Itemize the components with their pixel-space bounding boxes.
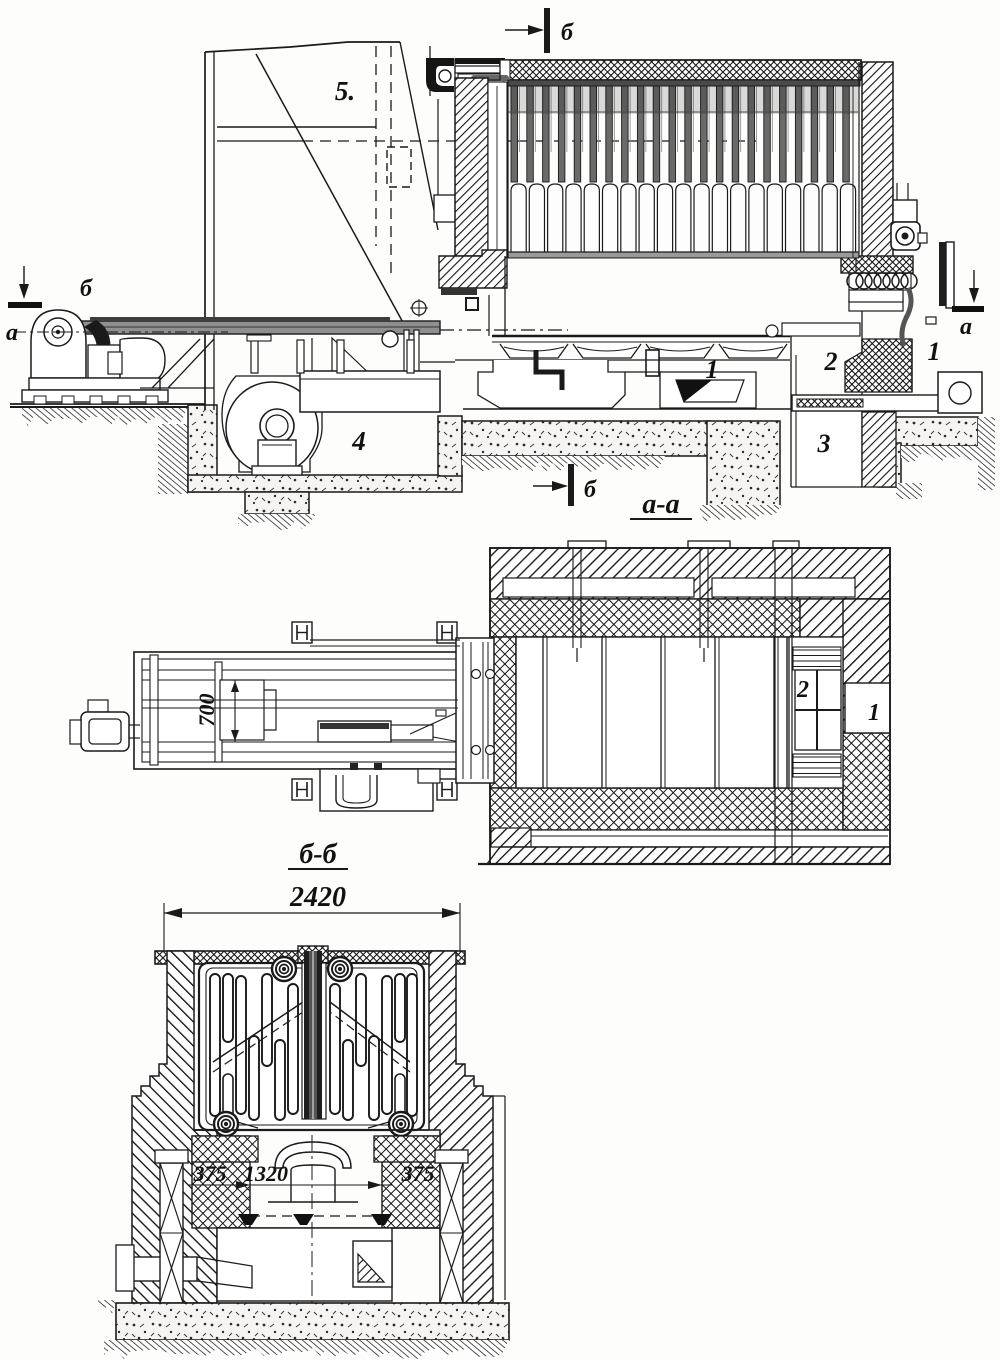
svg-text:1: 1	[706, 355, 719, 384]
svg-text:375: 375	[193, 1161, 227, 1186]
svg-text:а: а	[6, 320, 18, 346]
svg-text:б: б	[584, 477, 597, 503]
svg-text:а-а: а-а	[642, 489, 679, 520]
svg-text:2: 2	[824, 347, 838, 376]
svg-text:4: 4	[351, 426, 366, 456]
svg-text:1: 1	[868, 700, 880, 726]
svg-text:2: 2	[796, 677, 809, 703]
svg-text:375: 375	[401, 1161, 435, 1186]
svg-text:700: 700	[194, 694, 219, 727]
svg-text:б: б	[80, 276, 93, 302]
svg-text:5.: 5.	[335, 76, 355, 106]
svg-text:б: б	[561, 20, 574, 46]
svg-text:2420: 2420	[289, 882, 346, 913]
svg-text:3: 3	[817, 429, 831, 458]
svg-text:а: а	[960, 314, 972, 340]
svg-text:б-б: б-б	[299, 839, 337, 870]
svg-text:1: 1	[928, 337, 941, 366]
svg-text:1320: 1320	[244, 1161, 288, 1186]
